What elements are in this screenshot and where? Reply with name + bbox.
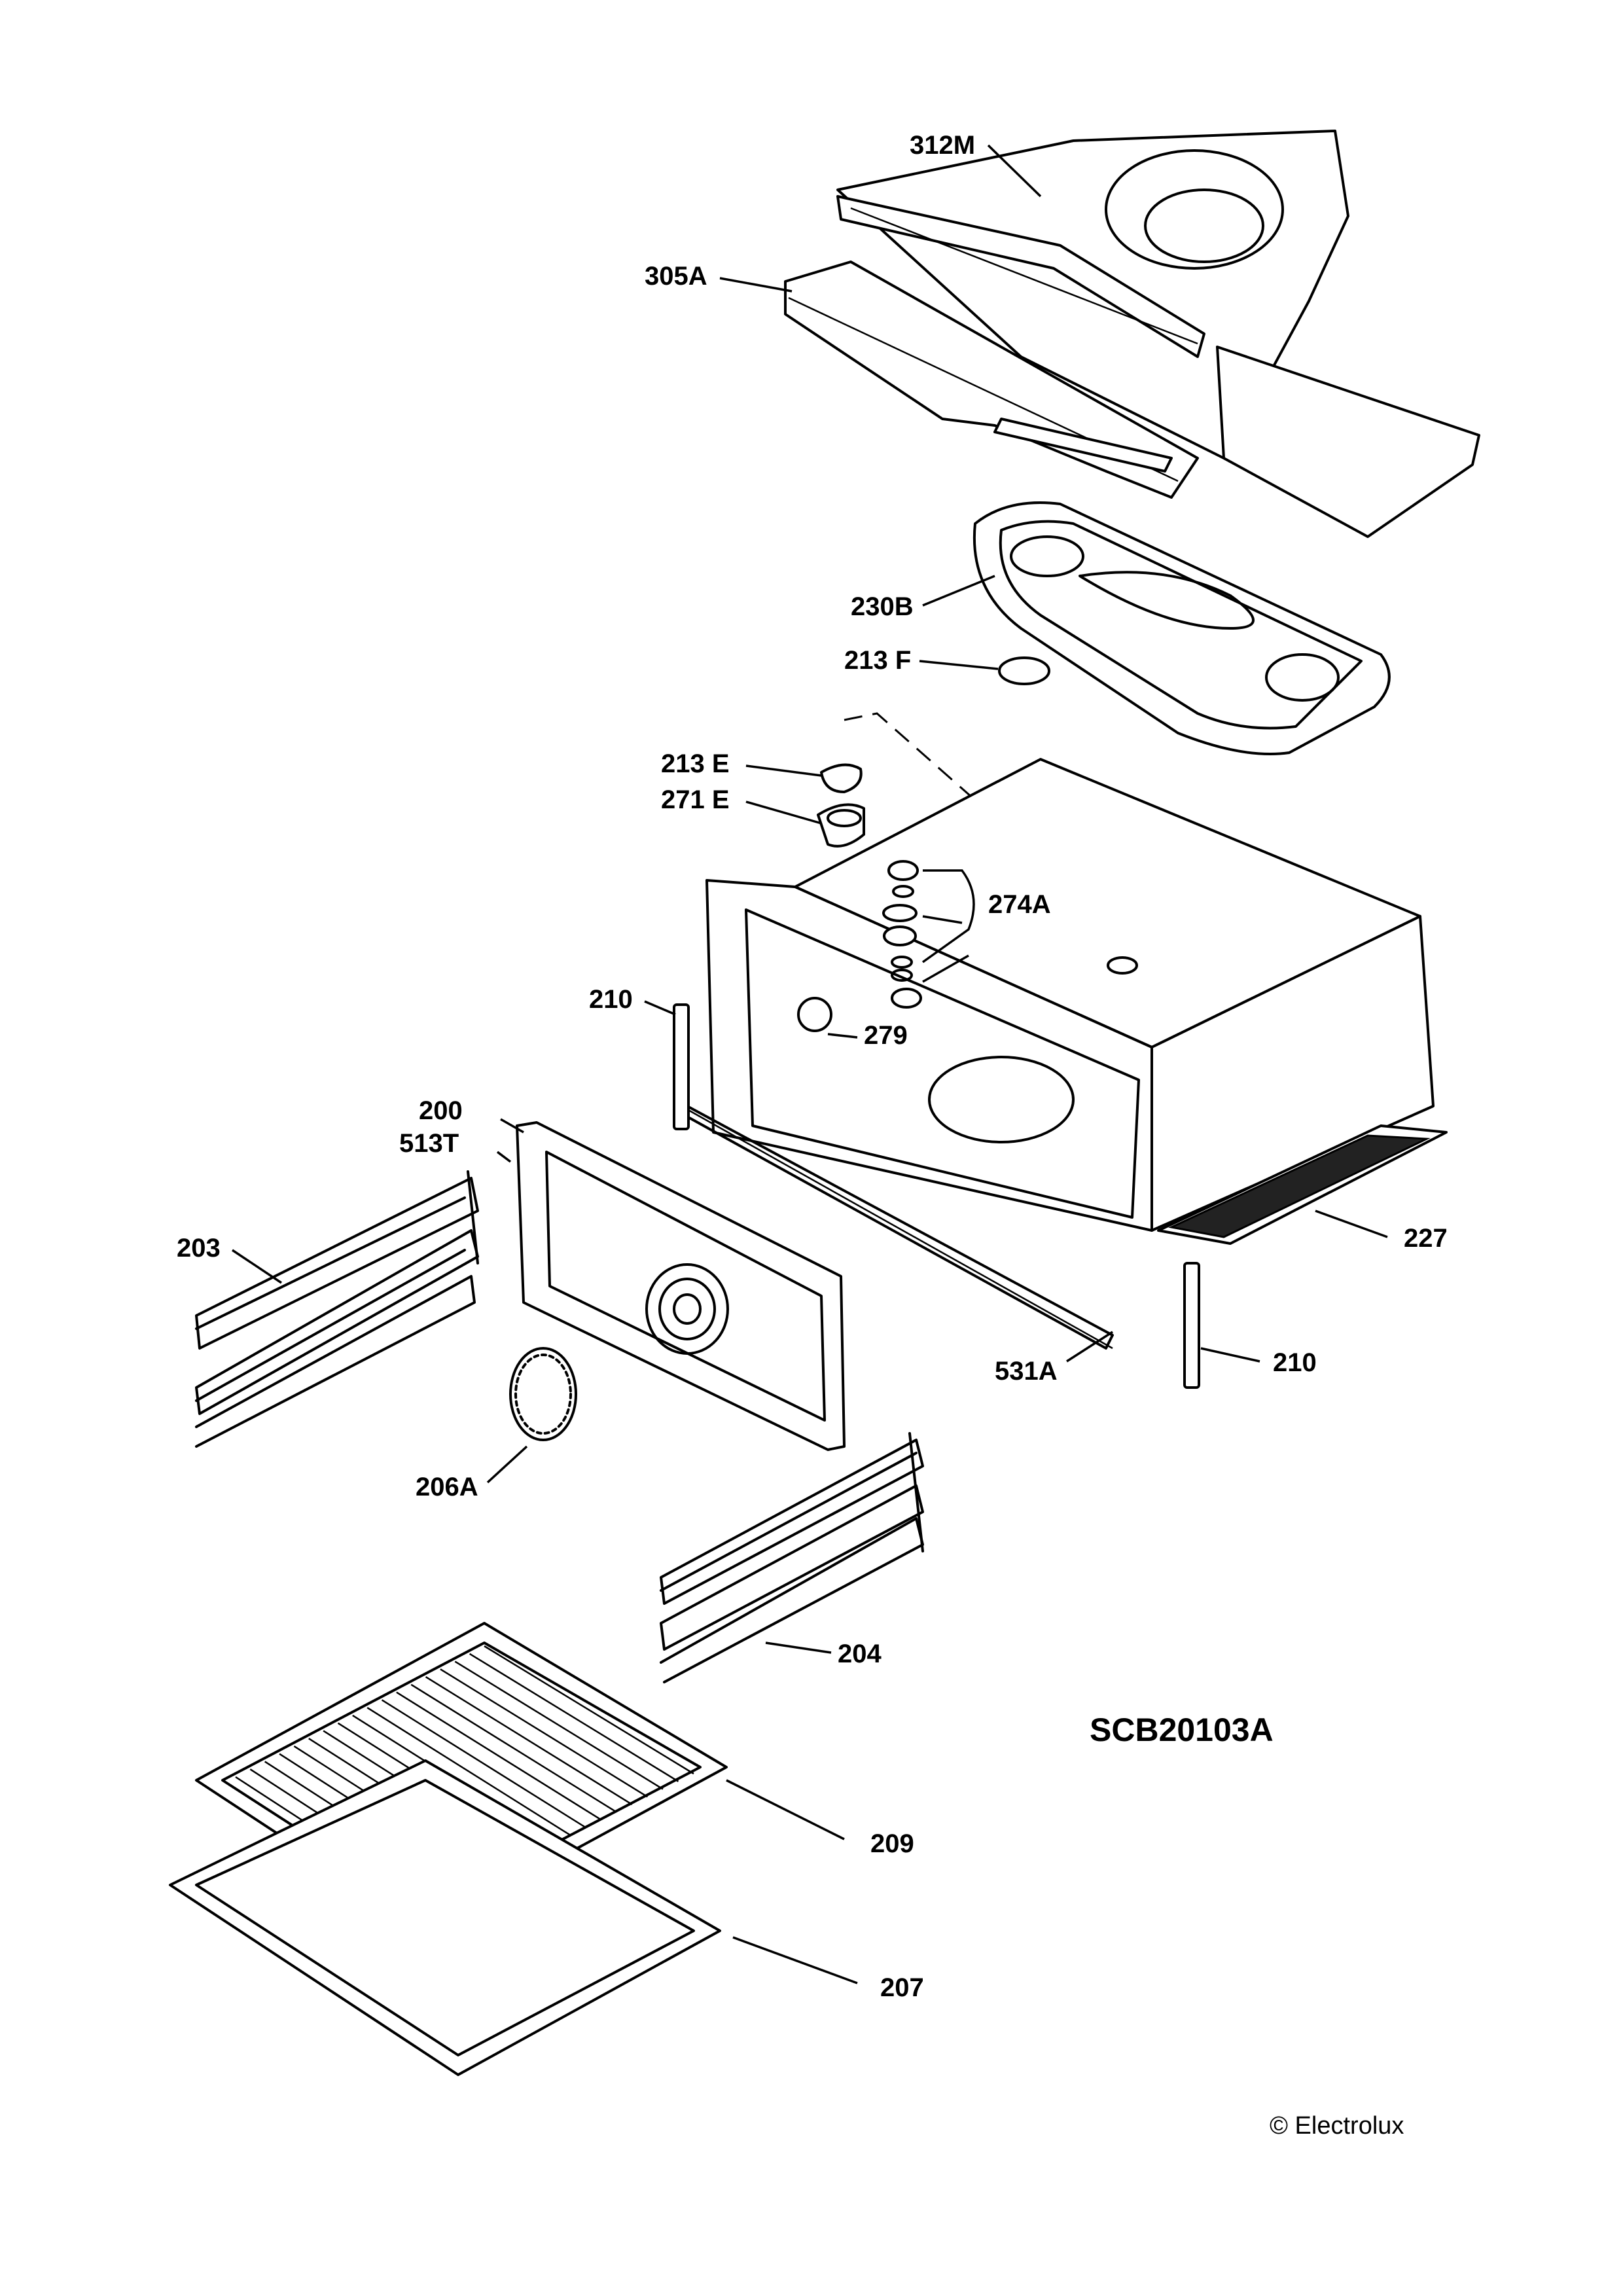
part-274A-thermostat-fixing <box>882 860 922 1009</box>
callout-203: 203 <box>177 1234 221 1263</box>
part-200-back-panel <box>516 1121 846 1451</box>
callout-204: 204 <box>838 1640 882 1668</box>
part-271E-lamp-holder <box>817 803 865 848</box>
rack-wire <box>425 1676 633 1806</box>
callout-213E: 213 E <box>661 749 730 778</box>
rack-wire <box>366 1707 571 1837</box>
rack-wire <box>440 1668 649 1798</box>
rack-wire <box>410 1683 618 1813</box>
part-210-side-rail-right <box>1183 1262 1200 1389</box>
callout-513T: 513T <box>399 1129 459 1158</box>
callout-274A: 274A <box>988 890 1051 919</box>
copyright-text: © Electrolux <box>1270 2112 1404 2140</box>
callout-209: 209 <box>870 1829 914 1858</box>
callout-213F: 213 F <box>844 646 911 675</box>
rack-wire <box>469 1653 679 1782</box>
part-227-bottom-element <box>1157 1124 1448 1245</box>
rack-wire <box>484 1645 694 1775</box>
callout-227: 227 <box>1404 1224 1448 1253</box>
part-305A-air-duct <box>784 260 1199 499</box>
callout-312M: 312M <box>910 131 975 160</box>
callout-230B: 230B <box>851 592 914 621</box>
part-204-shelf-support-right <box>660 1432 924 1683</box>
callout-207: 207 <box>880 1973 924 2002</box>
part-210-side-rail-left <box>673 1003 690 1130</box>
part-207-baking-tray <box>169 1759 721 2076</box>
callout-210-right: 210 <box>1273 1348 1317 1377</box>
part-206A-fan-grill <box>509 1347 577 1441</box>
callout-531A: 531A <box>995 1357 1058 1386</box>
callout-279: 279 <box>864 1021 908 1050</box>
part-oven-cavity <box>673 758 1435 1350</box>
part-230B-rear-cover <box>972 501 1391 755</box>
callout-206A: 206A <box>416 1473 478 1501</box>
part-213F-gasket <box>998 656 1050 685</box>
part-213E-gasket <box>820 763 863 793</box>
callout-210-left: 210 <box>589 985 633 1014</box>
part-312M-fan-cover <box>836 130 1480 538</box>
callout-200: 200 <box>419 1096 463 1125</box>
callout-305A: 305A <box>645 262 707 291</box>
leader-lines <box>232 144 1388 1984</box>
callout-271E: 271 E <box>661 785 730 814</box>
rack-wire <box>381 1699 586 1829</box>
part-203-shelf-support-left <box>195 1170 479 1448</box>
rack-wire <box>396 1691 602 1821</box>
rack-wire <box>454 1660 664 1790</box>
diagram-code: SCB20103A <box>1090 1712 1274 1748</box>
